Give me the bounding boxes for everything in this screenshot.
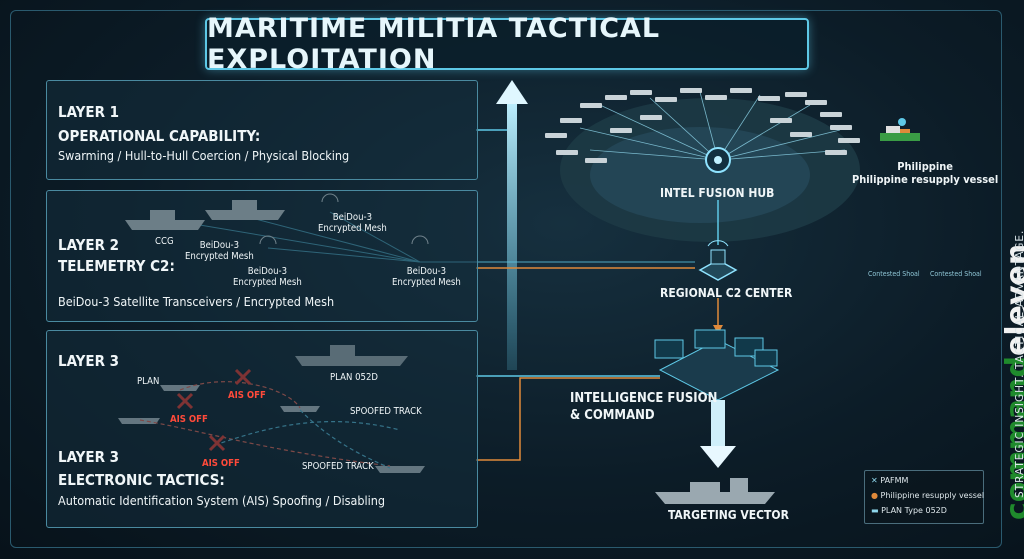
ship-icon: ▬	[871, 506, 879, 515]
militia-swarm	[545, 88, 860, 163]
layer2-description: BeiDou-3 Satellite Transceivers / Encryp…	[58, 294, 335, 309]
legend: ✕ PAFMM ● Philippine resupply vessel ▬ P…	[864, 470, 984, 524]
ais-off-label-1: AIS OFF	[228, 390, 266, 401]
philippine-vessel	[880, 126, 920, 141]
layer3-heading: LAYER 3	[58, 352, 120, 370]
intel-hub-label: INTEL FUSION HUB	[660, 186, 775, 200]
layer1-subheading: OPERATIONAL CAPABILITY:	[58, 127, 261, 145]
regional-c2-label: REGIONAL C2 CENTER	[660, 286, 793, 300]
x-icon: ✕	[871, 476, 878, 485]
regional-c2-node	[698, 240, 738, 281]
ais-off-label-3: AIS OFF	[202, 458, 240, 469]
page-title: MARITIME MILITIA TACTICAL EXPLOITATION	[207, 13, 661, 75]
targeting-arrow-head	[700, 446, 736, 468]
layer1-description: Swarming / Hull-to-Hull Coercion / Physi…	[58, 148, 350, 163]
destroyer-ship	[655, 478, 775, 504]
title-banner: MARITIME MILITIA TACTICAL EXPLOITATION	[205, 13, 809, 75]
spoofed-track-label-2: SPOOFED TRACK	[302, 461, 374, 472]
layer3b-heading: LAYER 3	[58, 448, 120, 466]
layer2-subheading: TELEMETRY C2:	[58, 257, 175, 275]
hub-spokes	[579, 91, 846, 161]
shoal-label-1: Contested Shoal	[868, 270, 920, 278]
command-center	[654, 329, 780, 401]
spoofed-track-label-1: SPOOFED TRACK	[350, 406, 422, 417]
layer2-heading: LAYER 2	[58, 236, 120, 254]
layer3b-description: Automatic Identification System (AIS) Sp…	[58, 493, 386, 508]
escalation-arrow-head	[496, 80, 528, 104]
ccg-label: CCG	[155, 236, 174, 247]
legend-row-plan: ▬ PLAN Type 052D	[871, 506, 947, 515]
targeting-vector-label: TARGETING VECTOR	[668, 508, 789, 522]
layer1-heading: LAYER 1	[58, 103, 120, 121]
targeting-arrow-shaft	[711, 400, 725, 448]
plan-label: PLAN	[137, 376, 160, 387]
escalation-arrow-shaft	[507, 100, 517, 370]
ais-off-label-2: AIS OFF	[170, 414, 208, 425]
fusion-command-label: INTELLIGENCE FUSION& COMMAND	[570, 391, 718, 423]
plan-052d-label: PLAN 052D	[330, 372, 378, 383]
shoal-label-2: Contested Shoal	[930, 270, 982, 278]
brand-tagline: STRATEGIC INSIGHT. TACTICAL ADVANTAGE.	[1014, 229, 1024, 498]
outer-frame	[10, 10, 1002, 548]
layer3b-connector	[476, 377, 660, 461]
legend-row-pafmm: ✕ PAFMM	[871, 476, 909, 485]
layer2-panel	[46, 190, 478, 322]
layer3-panel	[46, 330, 478, 528]
layer3b-subheading: ELECTRONIC TACTICS:	[58, 471, 225, 489]
layer1-panel	[46, 80, 478, 180]
marker-icon: ●	[871, 491, 878, 500]
legend-row-philippine: ● Philippine resupply vessel	[871, 491, 985, 500]
